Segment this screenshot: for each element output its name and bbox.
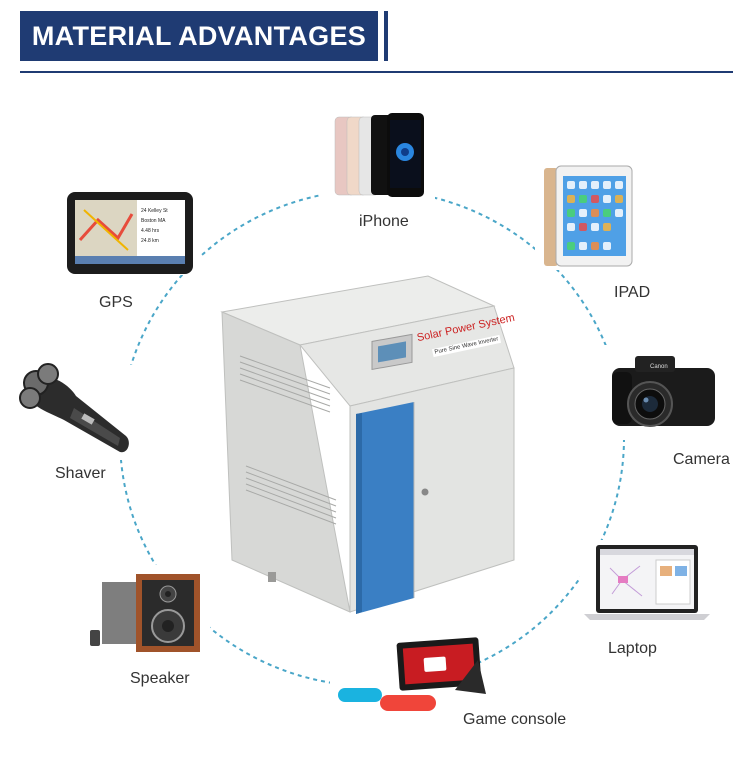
speaker-icon: [90, 574, 200, 652]
shaver-icon: [19, 363, 129, 453]
inverter-cabinet: [220, 275, 515, 614]
svg-text:Boston MA: Boston MA: [141, 218, 166, 224]
section-title: MATERIAL ADVANTAGES: [20, 11, 378, 61]
label-gps: GPS: [99, 294, 133, 311]
label-laptop: Laptop: [608, 640, 657, 657]
label-iphone: iPhone: [359, 213, 409, 230]
vent-bottom: [245, 465, 337, 525]
svg-text:4.48 hrs: 4.48 hrs: [141, 228, 160, 234]
label-ipad: IPAD: [614, 284, 651, 301]
title-divider: [20, 71, 733, 73]
svg-text:Canon: Canon: [650, 364, 668, 370]
label-shaver: Shaver: [55, 465, 106, 482]
vent-top: [239, 355, 331, 413]
label-game-console: Game console: [463, 711, 567, 728]
svg-text:24.8 km: 24.8 km: [141, 238, 159, 244]
gps-icon: 24 Kelley St Boston MA 4.48 hrs 24.8 km: [67, 192, 193, 274]
svg-text:24 Kelley St: 24 Kelley St: [141, 208, 168, 214]
label-speaker: Speaker: [130, 670, 190, 687]
iphone-icon: [334, 113, 424, 197]
laptop-icon: [584, 545, 710, 620]
title-accent-bar: [384, 11, 388, 61]
camera-icon: Canon: [612, 356, 715, 427]
ipad-icon: [544, 165, 633, 267]
label-camera: Camera: [673, 451, 730, 468]
game-console-icon: [338, 637, 486, 711]
